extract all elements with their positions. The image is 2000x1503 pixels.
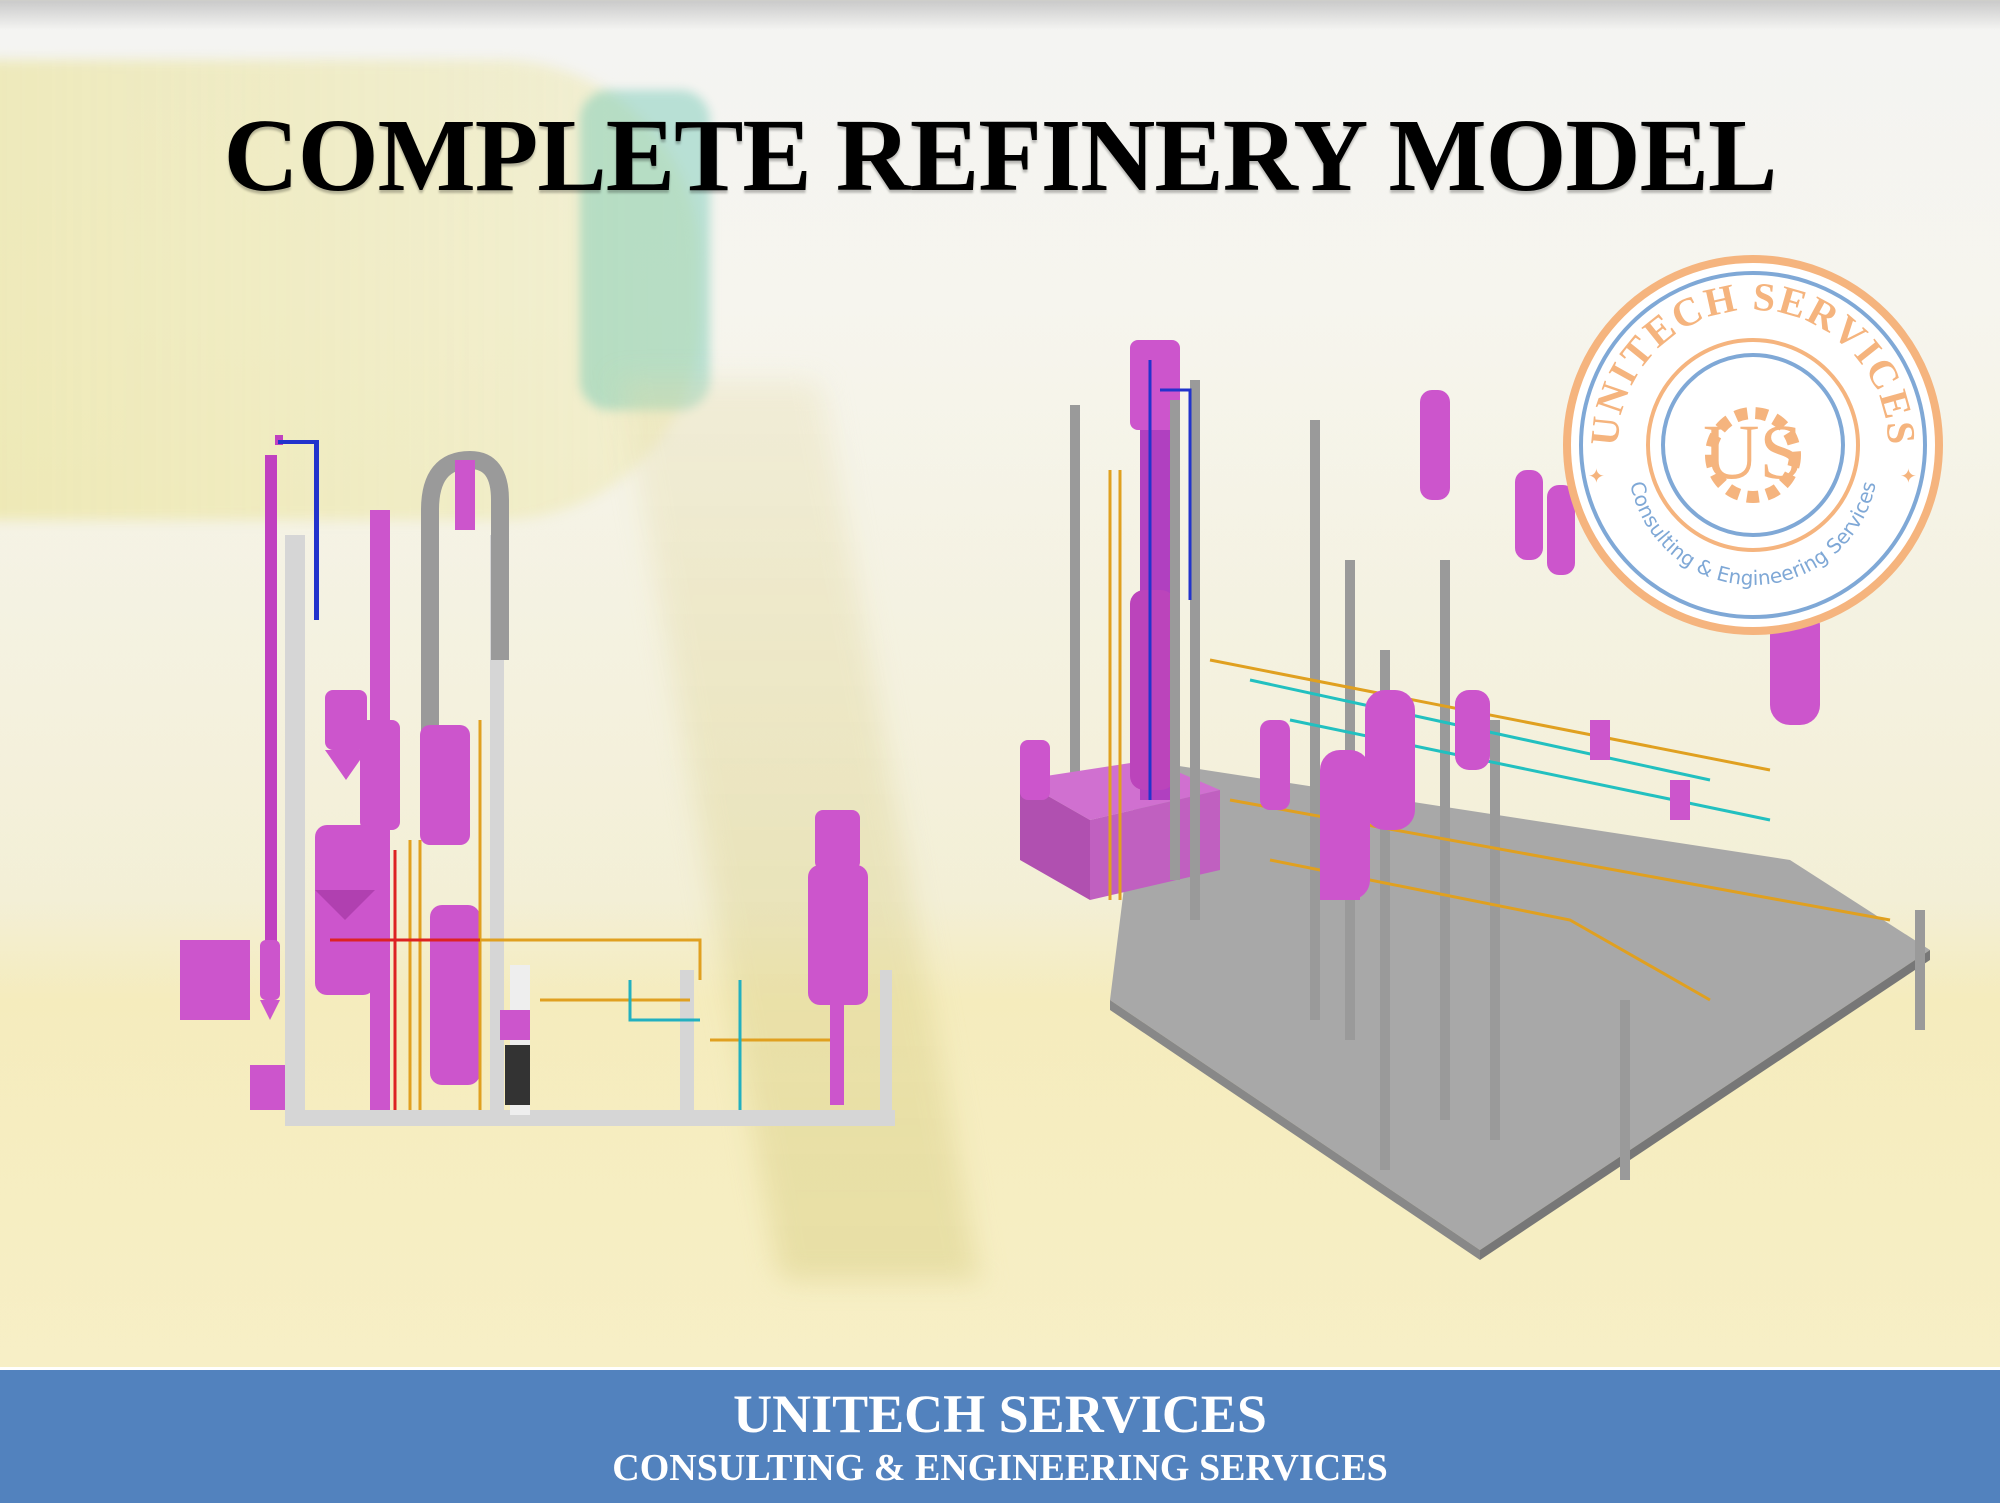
- slide-title: COMPLETE REFINERY MODEL: [223, 98, 1778, 213]
- background-oil-bottle: [0, 60, 700, 520]
- background-bottle-cap: [580, 90, 710, 410]
- logo-star-left-icon: ✦: [1588, 466, 1605, 488]
- footer-tagline: CONSULTING & ENGINEERING SERVICES: [612, 1447, 1388, 1489]
- refinery-3d-model: [1020, 340, 1930, 1260]
- logo-star-right-icon: ✦: [1900, 466, 1917, 488]
- logo-monogram: US: [1703, 408, 1803, 495]
- refinery-elevation-model: [180, 435, 895, 1126]
- footer-banner: UNITECH SERVICES CONSULTING & ENGINEERIN…: [0, 1367, 2000, 1503]
- footer-company-name: UNITECH SERVICES: [733, 1384, 1267, 1444]
- unitech-logo-seal: UNITECH SERVICES Consulting & Engineerin…: [1563, 255, 1943, 635]
